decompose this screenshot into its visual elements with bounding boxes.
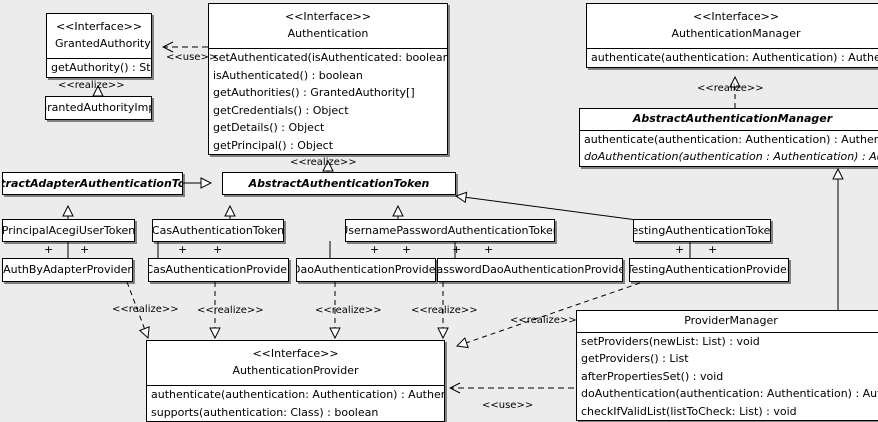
methods-compartment: getAuthority() : String [47, 58, 151, 77]
methods-compartment: authenticate(authentication: Authenticat… [147, 385, 444, 421]
method-do-authentication: doAuthentication(authentication : Authen… [584, 150, 878, 164]
method-supports: supports(authentication: Class) : boolea… [151, 405, 379, 419]
edge-label-realize-cas-authentication-provider: <<realize>> [197, 305, 264, 316]
class-header: ProviderManager [577, 311, 878, 332]
association-marker-plus: + [484, 243, 494, 256]
method-is-authenticated: isAuthenticated() : boolean [213, 68, 363, 82]
association-marker-plus: + [370, 243, 380, 256]
association-marker-plus: + [675, 243, 685, 256]
methods-compartment: setProviders(newList: List) : void getPr… [577, 331, 878, 421]
class-granted-authority-impl[interactable]: GrantedAuthorityImpl [45, 96, 152, 120]
method-check-if-valid-list: checkIfValidList(listToCheck: List) : vo… [581, 404, 797, 418]
class-name: TestingAuthenticationProvider [629, 263, 789, 277]
methods-compartment: authenticate(authentication: Authenticat… [580, 129, 878, 166]
method-get-authorities: getAuthorities() : GrantedAuthority[] [213, 86, 415, 100]
class-dao-authentication-provider[interactable]: DaoAuthenticationProvider [296, 258, 436, 282]
association-marker-plus: + [213, 243, 223, 256]
edge-label-realize-password-dao-authentication-provider: <<realize>> [411, 305, 478, 316]
method-authenticate: authenticate(authentication: Authenticat… [591, 51, 878, 65]
class-name: ProviderManager [684, 314, 778, 327]
class-authentication-manager[interactable]: <<Interface>> AuthenticationManager auth… [586, 3, 878, 68]
class-abstract-authentication-token[interactable]: AbstractAuthenticationToken [222, 172, 456, 195]
class-abstract-authentication-manager[interactable]: AbstractAuthenticationManager authentica… [579, 108, 878, 167]
class-name: PasswordDaoAuthenticationProvider [437, 263, 623, 277]
edge-label-realize-abstract-token-authentication: <<realize>> [290, 157, 357, 168]
methods-compartment: authenticate(authentication: Authenticat… [587, 48, 878, 67]
stereotype-label: <<Interface>> [692, 10, 780, 23]
class-cas-authentication-token[interactable]: CasAuthenticationToken [152, 219, 284, 242]
class-granted-authority[interactable]: <<Interface>> GrantedAuthority getAuthor… [46, 13, 152, 78]
class-testing-authentication-token[interactable]: TestingAuthenticationToken [633, 219, 771, 242]
class-name: DaoAuthenticationProvider [296, 263, 436, 277]
method-get-details: getDetails() : Object [213, 121, 325, 135]
class-name: AbstractAuthenticationManager [632, 112, 833, 125]
class-provider-manager[interactable]: ProviderManager setProviders(newList: Li… [576, 310, 878, 422]
stereotype-label: <<Interface>> [284, 10, 372, 23]
class-principal-acegi-user-token[interactable]: PrincipalAcegiUserToken [2, 219, 135, 242]
edge-label-realize-dao-authentication-provider: <<realize>> [315, 305, 382, 316]
class-header: AbstractAuthenticationManager [580, 109, 878, 130]
class-name: AbstractAuthenticationToken [248, 176, 430, 190]
method-set-authenticated: setAuthenticated(isAuthenticated: boolea… [213, 51, 447, 65]
association-marker-plus: + [178, 243, 188, 256]
class-name: GrantedAuthorityImpl [45, 101, 151, 115]
class-header: <<Interface>> AuthenticationManager [587, 4, 878, 48]
edge-label-realize-provider-manager: <<realize>> [510, 315, 577, 326]
method-get-authority: getAuthority() : String [51, 61, 151, 75]
method-set-providers: setProviders(newList: List) : void [581, 334, 760, 348]
method-authenticate: authenticate(authentication: Authenticat… [584, 132, 878, 146]
class-name: AuthenticationProvider [232, 363, 359, 377]
method-after-properties-set: afterPropertiesSet() : void [581, 369, 724, 383]
class-name: GrantedAuthority [55, 36, 151, 50]
association-marker-plus: + [44, 243, 54, 256]
method-do-authentication: doAuthentication(authentication: Authent… [581, 387, 878, 401]
association-marker-plus: + [402, 243, 412, 256]
class-name: AuthByAdapterProvider [3, 263, 132, 277]
methods-compartment: setAuthenticated(isAuthenticated: boolea… [209, 48, 447, 154]
association-marker-plus: + [452, 243, 462, 256]
edge-label-realize-granted-authority-impl: <<realize>> [58, 80, 125, 91]
edge-label-realize-auth-by-adapter-provider: <<realize>> [112, 304, 179, 315]
class-abstract-adapter-authentication-token[interactable]: AbstractAdapterAuthenticationToken [2, 172, 183, 195]
class-name: CasAuthenticationProvider [148, 263, 289, 277]
class-auth-by-adapter-provider[interactable]: AuthByAdapterProvider [2, 258, 133, 282]
edge-label-use-provider-manager-authentication-provider: <<use>> [482, 400, 534, 411]
association-marker-plus: + [708, 243, 718, 256]
class-name: AuthenticationManager [671, 26, 801, 40]
stereotype-label: <<Interface>> [55, 20, 143, 33]
association-marker-plus: + [80, 243, 90, 256]
method-get-principal: getPrincipal() : Object [213, 138, 334, 152]
stereotype-label: <<Interface>> [252, 347, 339, 360]
class-username-password-authentication-token[interactable]: UsernamePasswordAuthenticationToken [345, 219, 555, 242]
class-header: <<Interface>> AuthenticationProvider [147, 341, 444, 385]
class-name: AbstractAdapterAuthenticationToken [3, 176, 182, 190]
edge-label-realize-abstract-manager: <<realize>> [697, 83, 764, 94]
method-get-credentials: getCredentials() : Object [213, 103, 349, 117]
class-testing-authentication-provider[interactable]: TestingAuthenticationProvider [629, 258, 789, 282]
class-name: UsernamePasswordAuthenticationToken [345, 223, 555, 237]
class-cas-authentication-provider[interactable]: CasAuthenticationProvider [148, 258, 289, 282]
class-password-dao-authentication-provider[interactable]: PasswordDaoAuthenticationProvider [437, 258, 623, 282]
class-name: PrincipalAcegiUserToken [2, 223, 135, 237]
class-name: CasAuthenticationToken [152, 223, 284, 237]
method-authenticate: authenticate(authentication: Authenticat… [151, 388, 444, 402]
class-authentication-provider[interactable]: <<Interface>> AuthenticationProvider aut… [146, 340, 445, 422]
class-name: Authentication [287, 26, 369, 40]
method-get-providers: getProviders() : List [581, 352, 689, 366]
class-name: TestingAuthenticationToken [633, 223, 771, 237]
class-header: <<Interface>> Authentication [209, 4, 447, 48]
class-header: <<Interface>> GrantedAuthority [47, 14, 151, 58]
edge-label-use-authentication-grantedauthority: <<use>> [166, 52, 218, 63]
class-authentication[interactable]: <<Interface>> Authentication setAuthenti… [208, 3, 448, 156]
